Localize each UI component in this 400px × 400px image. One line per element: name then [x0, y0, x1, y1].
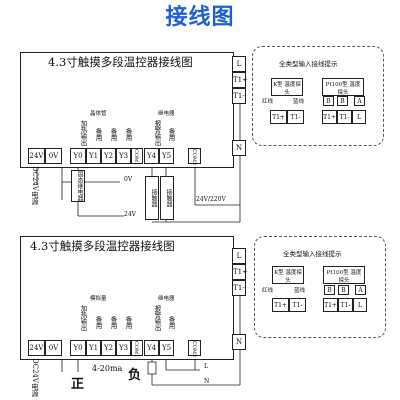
terminal-y1: Y1: [86, 148, 101, 164]
y2-output-label: 备用: [109, 128, 117, 141]
controller-panel-2: [20, 236, 234, 360]
y5-output-label: 备用: [167, 128, 175, 141]
pt-b2-cell-2: B: [338, 285, 349, 295]
analog-group-label: 模拟量: [90, 296, 107, 302]
transistor-group-label: 晶体管: [90, 111, 107, 117]
terminal-T1-minus: T1-: [232, 88, 246, 104]
pt100-probe-1: Pt100型 温度探头: [322, 78, 364, 96]
solid-state-relay: 固态继电器: [71, 170, 85, 202]
terminal-T1-plus: T1+: [232, 72, 248, 88]
contactor-2: 接触器: [160, 176, 174, 220]
y4-output-label: 报警输出: [153, 120, 161, 146]
terminal-L: L: [232, 56, 246, 72]
ma-label: 4-20ma: [92, 364, 123, 373]
y5-output-label-2: 备用: [167, 316, 175, 329]
y3-output-label-2: 备用: [124, 316, 132, 329]
minus-label: 负: [128, 368, 142, 383]
pt-t1minus-cell-2: T1-: [338, 298, 353, 312]
diagram-2-title: 4.3寸触摸多段温控器接线图: [30, 239, 175, 253]
terminal-y3-2: Y3: [116, 340, 131, 356]
diagram-1-title: 4.3寸触摸多段温控器接线图: [48, 55, 193, 69]
pt100-probe-2: Pt100型 温度探头: [323, 266, 365, 284]
pt-a-cell-2: A: [355, 285, 366, 295]
terminal-24v: 24V: [28, 148, 45, 164]
plus-label: 正: [71, 377, 85, 392]
terminal-L-2: L: [232, 248, 246, 264]
terminal-y4-2: Y4: [144, 340, 159, 356]
dc24v-power-label: DC24V电源: [31, 166, 39, 205]
pt-b2-cell-1: B: [337, 96, 348, 106]
relay-group-label: 继电器: [158, 111, 175, 117]
y1-output-label-2: 备用: [94, 316, 102, 329]
v24-label: 24V: [124, 211, 136, 218]
y1-output-label: 备用: [94, 128, 102, 141]
pt-a-cell-1: A: [354, 96, 365, 106]
pt-l-cell-1: L: [352, 110, 366, 124]
terminal-y5-2: Y5: [159, 340, 174, 356]
k-t1minus-cell-1: T1-: [287, 110, 304, 124]
terminal-y4: Y4: [144, 148, 159, 164]
l-line-label: L: [204, 363, 208, 370]
n-line-label: N: [204, 378, 210, 385]
y0-output-label-2: 加热输出: [79, 305, 87, 331]
y4-output-label-2: 报警输出: [153, 305, 161, 331]
pt-t1plus-cell-2: T1+: [323, 298, 338, 312]
terminal-0v-2: 0V: [45, 340, 62, 356]
k-t1plus-cell-2: T1+: [272, 298, 289, 312]
terminal-com1: COM1: [131, 148, 143, 165]
terminal-com2: COM2: [188, 148, 201, 165]
relay-group-label-2: 继电器: [158, 296, 175, 302]
pt-t1plus-cell-1: T1+: [322, 110, 337, 124]
contactor-1: 接触器: [145, 176, 159, 220]
blue-wire-label-2: 蓝线: [294, 288, 306, 294]
terminal-y2: Y2: [101, 148, 116, 164]
y2-output-label-2: 备用: [109, 316, 117, 329]
terminal-com1-2: COM1: [131, 340, 143, 357]
red-wire-label-1: 红线: [262, 99, 274, 105]
red-wire-label-2: 红线: [262, 288, 274, 294]
k-t1plus-cell-1: T1+: [270, 110, 287, 124]
terminal-y2-2: Y2: [101, 340, 116, 356]
terminal-N: N: [232, 140, 246, 156]
pt-b1-cell-1: B: [323, 96, 334, 106]
pt-l-cell-2: L: [353, 298, 367, 312]
page-title: 接线图: [165, 5, 235, 30]
y3-output-label: 备用: [124, 128, 132, 141]
dc24v-power-label-2: DC24V电源: [31, 358, 39, 397]
blue-wire-label-1: 蓝线: [293, 99, 305, 105]
k-t1minus-cell-2: T1-: [289, 298, 306, 312]
pt-b1-cell-2: B: [324, 285, 335, 295]
terminal-y0: Y0: [70, 148, 86, 164]
terminal-24v-2: 24V: [28, 340, 45, 356]
terminal-y3: Y3: [116, 148, 131, 164]
terminal-y5: Y5: [159, 148, 174, 164]
pt-t1minus-cell-1: T1-: [337, 110, 352, 124]
terminal-T1-minus-2: T1-: [232, 280, 246, 296]
terminal-T1-plus-2: T1+: [232, 264, 248, 280]
v-ac-label: 24V/220V: [196, 196, 226, 203]
terminal-y0-2: Y0: [70, 340, 86, 356]
terminal-0v: 0V: [45, 148, 62, 164]
hint-title-2: 全类型输入接线提示: [283, 250, 342, 258]
hint-title-1: 全类型输入接线提示: [279, 60, 338, 68]
terminal-N-2: N: [232, 334, 246, 350]
k-type-probe-1: K型 温度探头: [271, 78, 303, 96]
ov-label: 0V: [124, 176, 133, 183]
k-type-probe-2: K型 温度探头: [272, 266, 304, 284]
terminal-com2-2: COM2: [188, 340, 201, 357]
terminal-y1-2: Y1: [86, 340, 101, 356]
y0-output-label: 加热输出: [79, 120, 87, 146]
